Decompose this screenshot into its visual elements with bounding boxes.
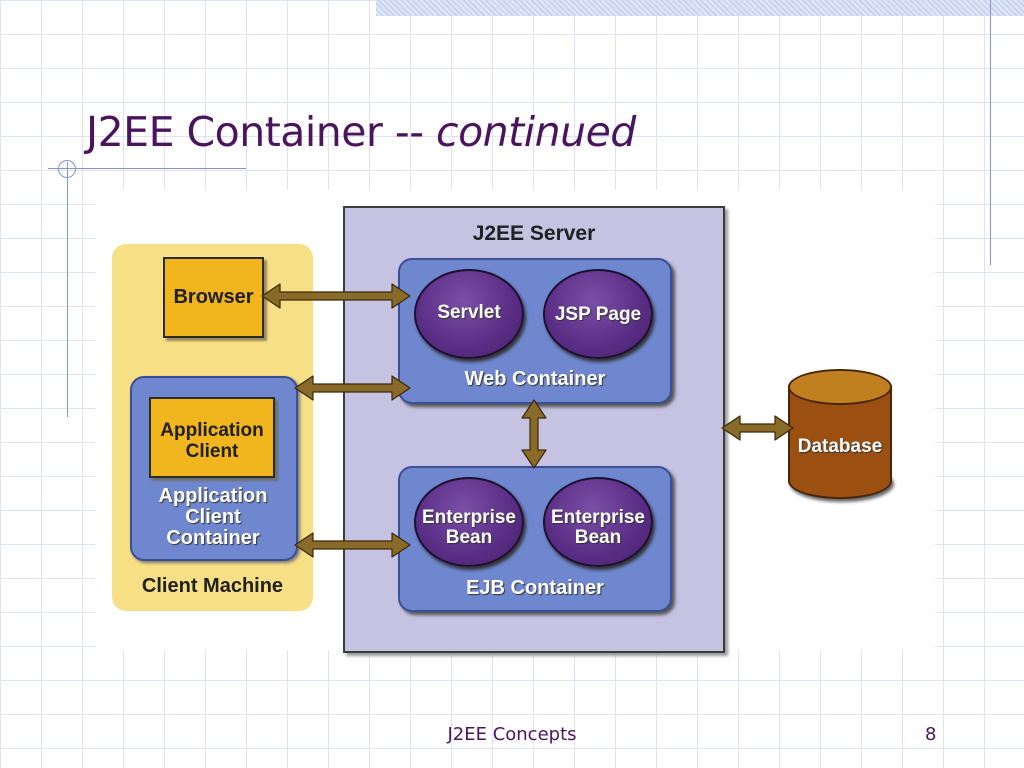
browser-box: Browser xyxy=(163,257,264,338)
jsp-page-label: JSP Page xyxy=(554,304,642,325)
footer-title: J2EE Concepts xyxy=(447,724,577,745)
servlet-component xyxy=(414,269,524,359)
browser-web-container-arrow xyxy=(261,283,411,309)
j2ee-server-label: J2EE Server xyxy=(472,222,596,245)
database-cylinder xyxy=(788,369,892,499)
database-cylinder-top xyxy=(788,369,892,405)
app-client-ejb-container-arrow xyxy=(294,532,411,558)
database-label: Database xyxy=(797,436,883,457)
enterprise-bean-2-label: Enterprise Bean xyxy=(551,507,645,548)
servlet-label: Servlet xyxy=(437,302,501,323)
client-machine-label: Client Machine xyxy=(141,575,284,597)
slide-title-italic: continued xyxy=(436,108,636,156)
application-client-container-label: Application Client Container xyxy=(158,485,268,549)
application-client-box xyxy=(149,397,275,478)
enterprise-bean-1-component xyxy=(414,477,524,567)
web-ejb-container-arrow xyxy=(521,399,547,469)
slide-title-main: J2EE Container -- xyxy=(86,108,437,156)
page-number: 8 xyxy=(925,724,937,745)
decorative-circle xyxy=(58,160,76,178)
decorative-vertical-line-right xyxy=(990,0,991,265)
jsp-page-component xyxy=(543,269,653,359)
application-client-label: Application Client xyxy=(160,420,264,462)
enterprise-bean-1-label: Enterprise Bean xyxy=(422,507,516,548)
ejb-container-label: EJB Container xyxy=(466,577,604,599)
app-client-web-container-arrow xyxy=(294,375,411,401)
slide-title: J2EE Container -- continued xyxy=(86,108,636,156)
decorative-horizontal-line xyxy=(48,168,246,169)
enterprise-bean-2-component xyxy=(543,477,653,567)
decorative-vertical-line-left xyxy=(67,162,68,417)
browser-label: Browser xyxy=(173,286,254,308)
web-container-label: Web Container xyxy=(464,368,606,390)
top-decorative-band xyxy=(376,0,1024,16)
server-database-arrow xyxy=(721,415,794,441)
